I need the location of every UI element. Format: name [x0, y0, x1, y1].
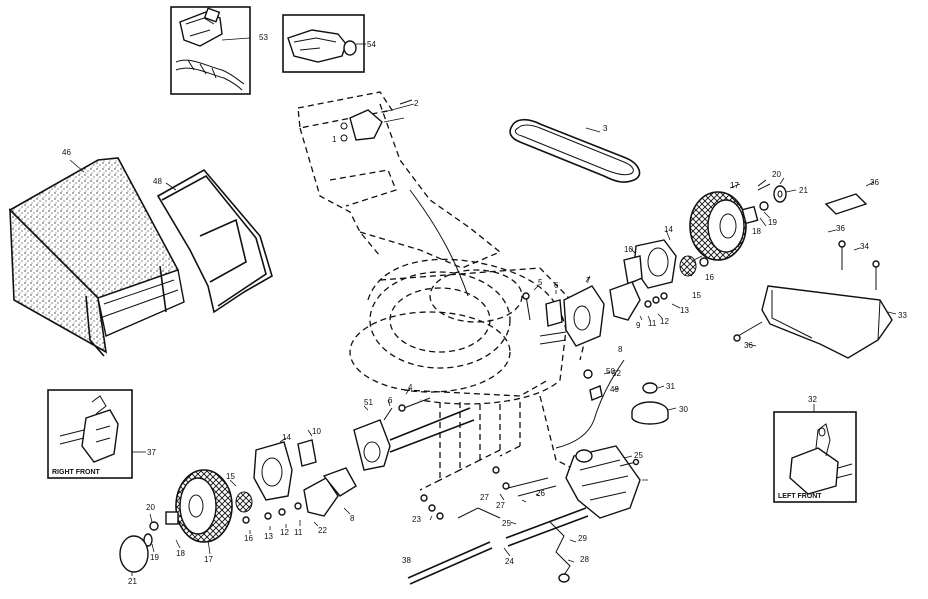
- callout-3: 3: [603, 124, 608, 133]
- callout-51: 51: [364, 398, 373, 407]
- callout-17-right: 17: [730, 181, 739, 190]
- callout-32: 32: [808, 395, 817, 404]
- callout-9: 9: [636, 321, 641, 330]
- callout-20-right: 20: [772, 170, 781, 179]
- rear-shield: [733, 181, 897, 359]
- callout-14-left: 14: [282, 433, 291, 442]
- callout-19-right: 19: [768, 218, 777, 227]
- callout-34: 34: [860, 242, 869, 251]
- callout-14-right: 14: [664, 225, 673, 234]
- callout-15-left: 15: [226, 472, 235, 481]
- callout-49: 49: [610, 385, 619, 394]
- center-pivot-bracket: [522, 275, 605, 347]
- caption-left-front: LEFT FRONT: [778, 493, 822, 500]
- left-front-wheel-group: [119, 469, 233, 576]
- callout-17-left: 17: [204, 555, 213, 564]
- callout-16-left: 16: [244, 534, 253, 543]
- drive-belt: [509, 118, 641, 183]
- callout-6-right: 6: [554, 281, 559, 290]
- callout-6-left: 6: [388, 396, 393, 405]
- callout-27-a: 27: [480, 493, 489, 502]
- callout-13-right: 13: [680, 306, 689, 315]
- left-axle-housing: [353, 387, 475, 471]
- callout-22: 22: [318, 526, 327, 535]
- callout-33: 33: [898, 311, 907, 320]
- callout-7: 7: [586, 276, 591, 285]
- callout-5: 5: [538, 278, 543, 287]
- callout-10-left: 10: [312, 427, 321, 436]
- callout-36-mid: 36: [836, 224, 845, 233]
- callout-27-b: 27: [496, 501, 505, 510]
- grass-catcher-bag: [8, 157, 185, 357]
- callout-50: 50: [606, 367, 615, 376]
- transmission-assembly: [407, 445, 648, 585]
- callout-26: 26: [536, 489, 545, 498]
- callout-52: 52: [612, 369, 621, 378]
- caption-right-front: RIGHT FRONT: [52, 469, 101, 476]
- callout-48: 48: [153, 177, 162, 186]
- right-gear-housing: [609, 229, 709, 321]
- callout-16-right: 16: [705, 273, 714, 282]
- inset-54-part: [282, 14, 366, 73]
- grass-catcher-frame: [156, 168, 273, 314]
- callout-24: 24: [505, 557, 514, 566]
- callout-36-top: 36: [870, 178, 879, 187]
- callout-38: 38: [402, 556, 411, 565]
- callout-8-right: 8: [618, 345, 623, 354]
- callout-36-low: 36: [744, 341, 753, 350]
- callout-15-right: 15: [692, 291, 701, 300]
- right-rear-wheel-group: [689, 177, 797, 261]
- callout-30: 30: [679, 405, 688, 414]
- callout-53: 53: [259, 33, 268, 42]
- callout-19-left: 19: [150, 553, 159, 562]
- callout-18-right: 18: [752, 227, 761, 236]
- callout-12-right: 12: [660, 317, 669, 326]
- callout-11-right: 11: [648, 319, 657, 328]
- callout-2: 2: [414, 99, 419, 108]
- inset-left-front: [773, 404, 857, 503]
- handle-assembly-dashed: [297, 91, 501, 269]
- callout-25-a: 25: [634, 451, 643, 460]
- callout-12-left: 12: [280, 528, 289, 537]
- callout-13-left: 13: [264, 532, 273, 541]
- callout-54: 54: [367, 40, 376, 49]
- callout-29: 29: [578, 534, 587, 543]
- callout-37: 37: [147, 448, 156, 457]
- inset-53-handle-control: [170, 6, 251, 95]
- cable-and-knob: [409, 189, 677, 449]
- callout-10-right: 10: [624, 245, 633, 254]
- left-gear-housing: [229, 429, 357, 534]
- callout-21-left: 21: [128, 577, 137, 586]
- callout-18-left: 18: [176, 549, 185, 558]
- callout-8-left: 8: [350, 514, 355, 523]
- callout-31: 31: [666, 382, 675, 391]
- callout-11-left: 11: [294, 528, 303, 537]
- callout-21-right: 21: [799, 186, 808, 195]
- callout-28: 28: [580, 555, 589, 564]
- callout-labels: 53 54 46 48 1 2 3 17 20 21 19 18 36 36 3…: [62, 33, 907, 586]
- callout-1: 1: [332, 135, 337, 144]
- callout-4: 4: [408, 383, 413, 392]
- callout-25-b: 25: [502, 519, 511, 528]
- callout-46: 46: [62, 148, 71, 157]
- callout-23: 23: [412, 515, 421, 524]
- inset-right-front: [47, 389, 146, 479]
- callout-20-left: 20: [146, 503, 155, 512]
